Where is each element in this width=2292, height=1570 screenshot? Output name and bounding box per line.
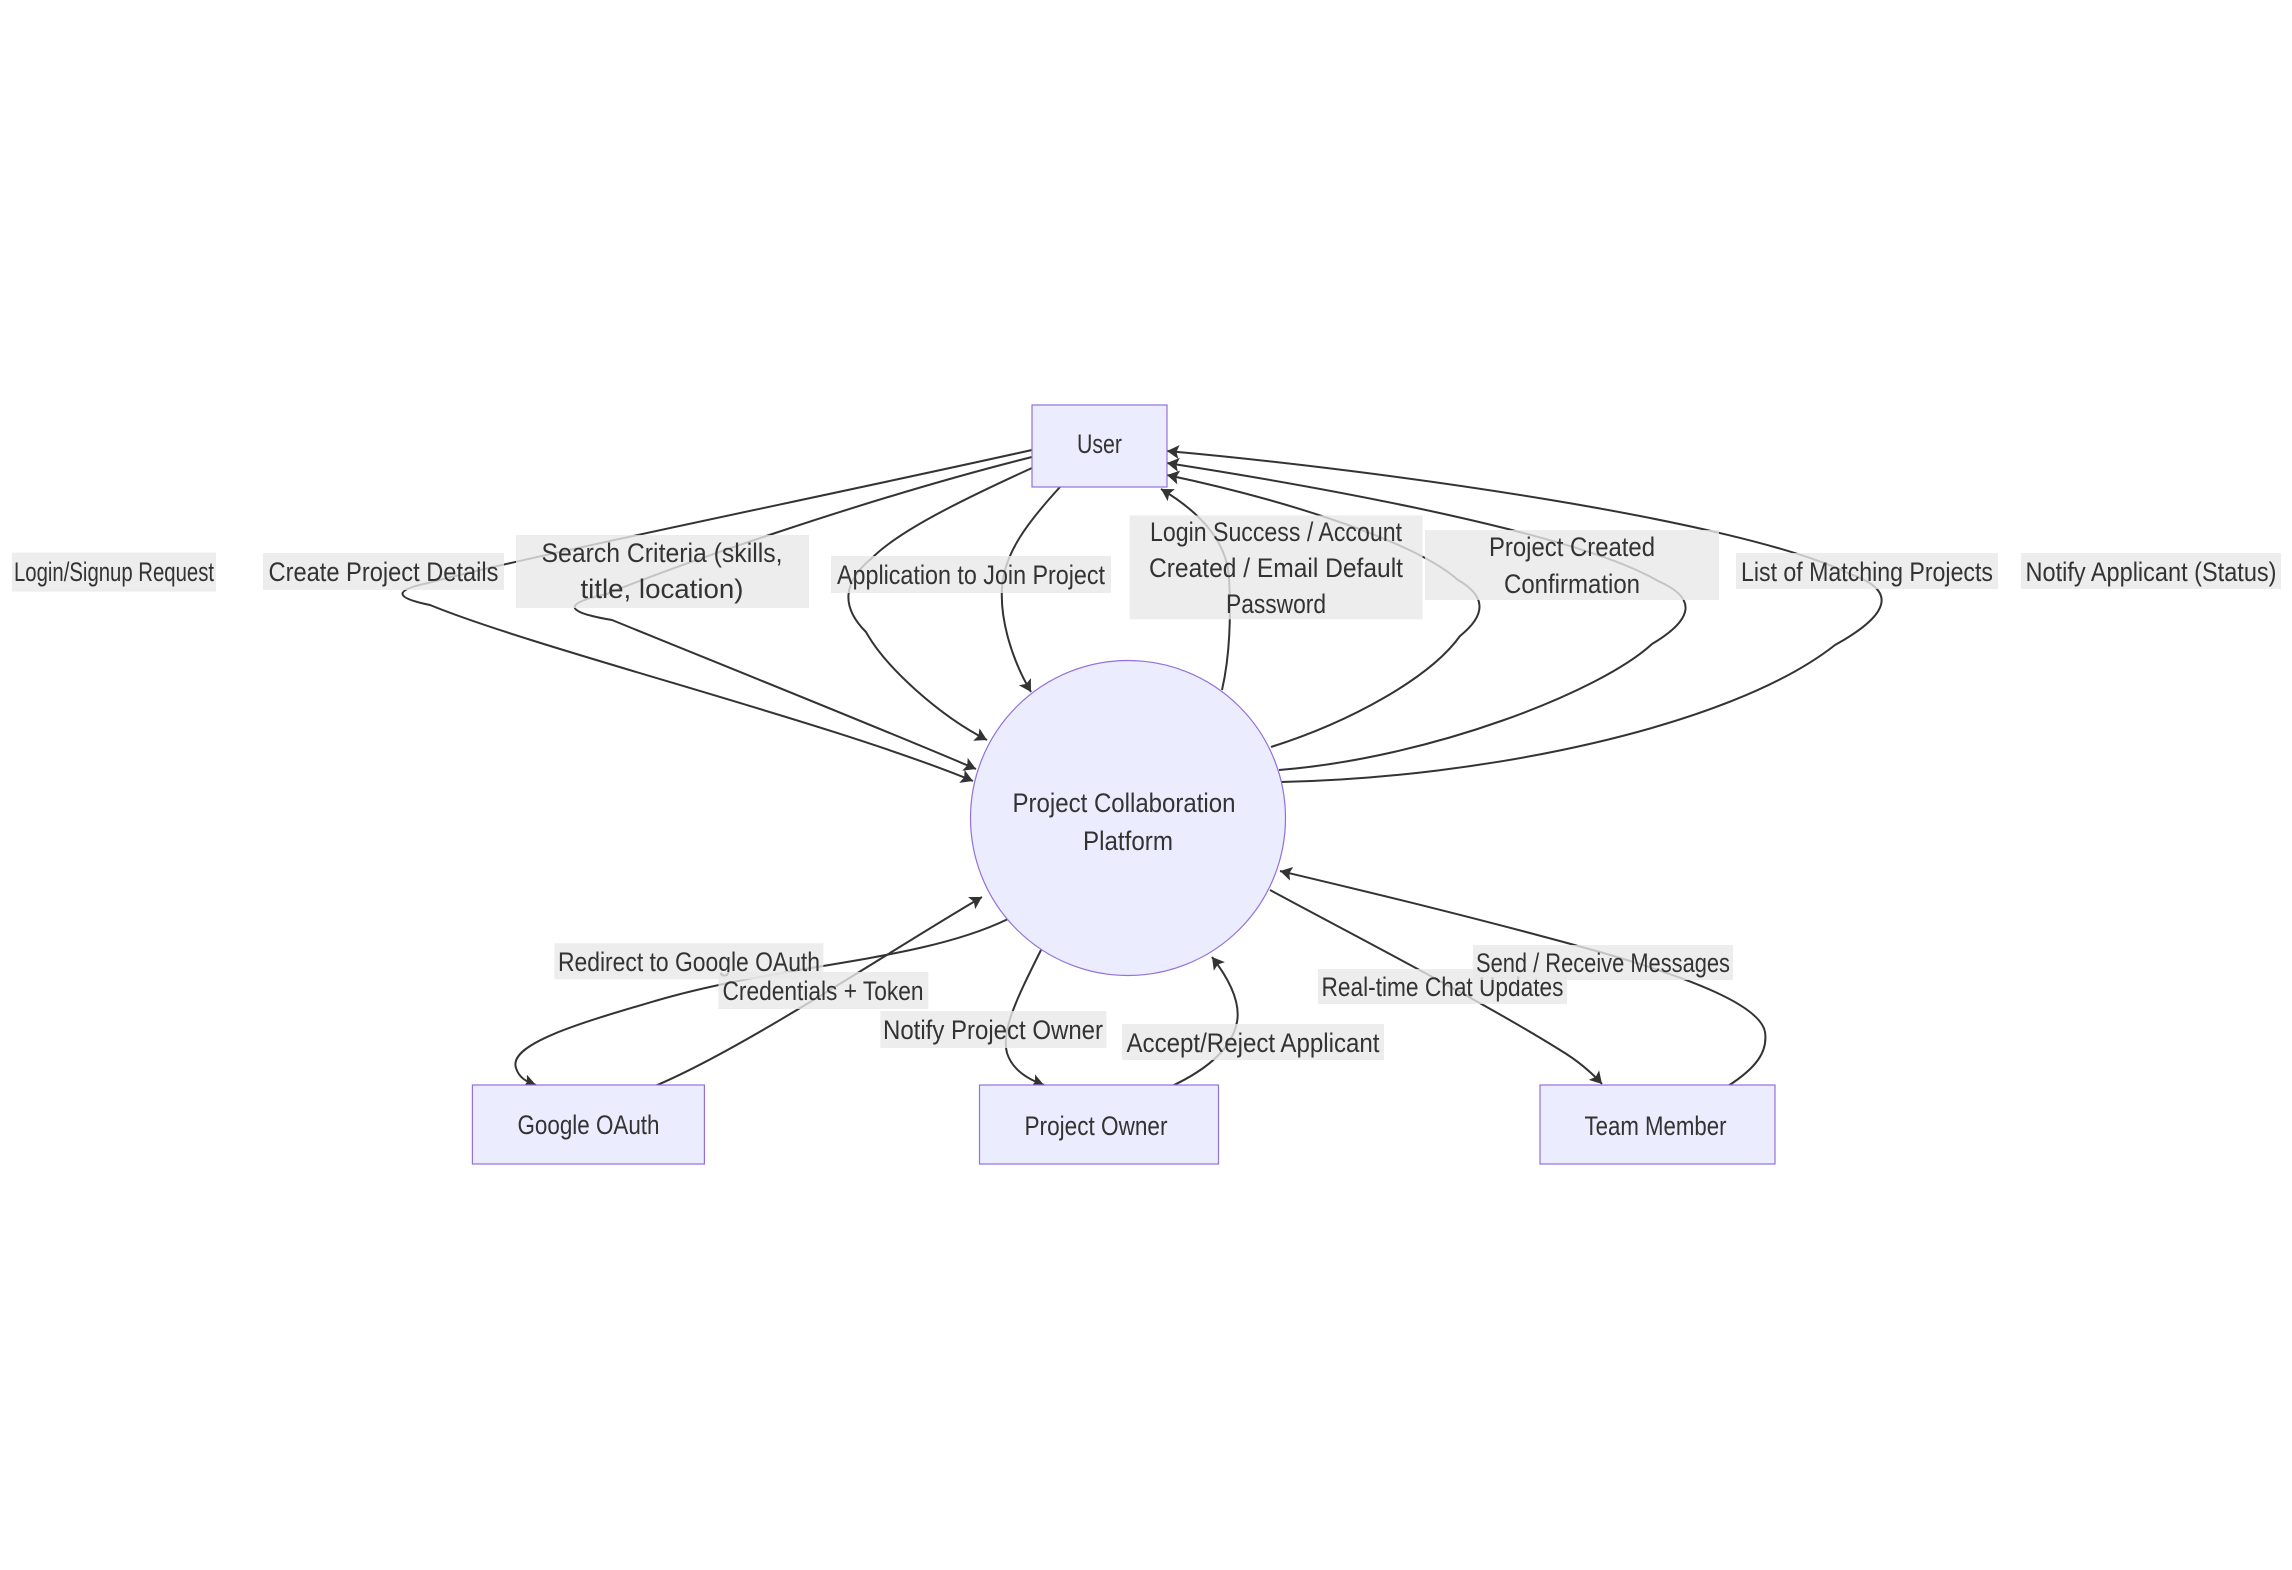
svg-text:Application to Join Project: Application to Join Project <box>837 560 1105 590</box>
svg-text:Created / Email Default: Created / Email Default <box>1149 553 1403 583</box>
svg-text:Create Project Details: Create Project Details <box>269 557 499 587</box>
svg-text:Login Success / Account: Login Success / Account <box>1150 517 1402 547</box>
svg-text:Notify Project Owner: Notify Project Owner <box>883 1015 1103 1045</box>
svg-text:Accept/Reject Applicant: Accept/Reject Applicant <box>1127 1028 1380 1058</box>
svg-text:title, location): title, location) <box>581 574 744 604</box>
svg-text:Project Owner: Project Owner <box>1025 1111 1168 1141</box>
svg-text:Team Member: Team Member <box>1585 1111 1727 1141</box>
svg-text:Password: Password <box>1226 589 1326 619</box>
svg-text:Google OAuth: Google OAuth <box>518 1110 660 1140</box>
svg-text:List of Matching Projects: List of Matching Projects <box>1741 557 1993 587</box>
svg-text:Notify Applicant (Status): Notify Applicant (Status) <box>2026 557 2277 587</box>
svg-text:Confirmation: Confirmation <box>1504 569 1640 599</box>
svg-text:Platform: Platform <box>1083 826 1173 856</box>
svg-text:Project Created: Project Created <box>1489 532 1655 562</box>
svg-text:Send / Receive Messages: Send / Receive Messages <box>1476 948 1730 978</box>
svg-text:Credentials + Token: Credentials + Token <box>723 976 924 1006</box>
svg-text:Project Collaboration: Project Collaboration <box>1013 788 1236 818</box>
svg-text:Login/Signup Request: Login/Signup Request <box>14 557 214 587</box>
svg-text:User: User <box>1077 429 1122 459</box>
svg-text:Search Criteria (skills,: Search Criteria (skills, <box>542 538 783 568</box>
